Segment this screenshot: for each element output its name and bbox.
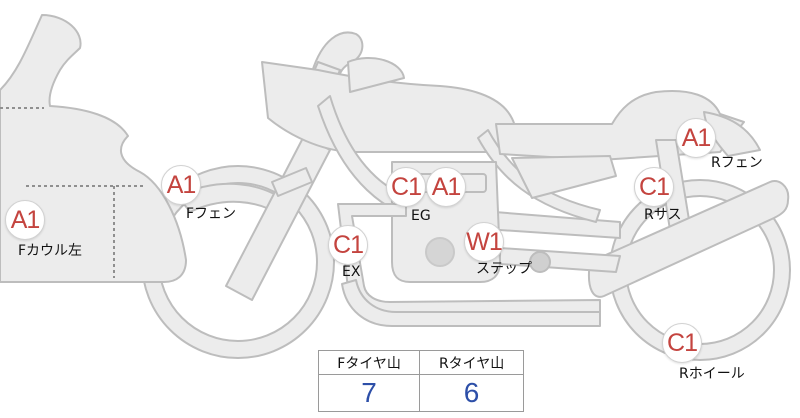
badge-eg-a1: A1: [426, 167, 466, 207]
badge-r-fender: A1: [676, 118, 716, 158]
badge-f-fender: A1: [161, 165, 201, 205]
side-cover: [511, 155, 617, 199]
label-r-sus: Rサス: [644, 207, 682, 223]
badge-r-wheel: C1: [662, 323, 702, 363]
label-r-wheel: Rホイール: [679, 366, 745, 382]
tire-tread-table: Fタイヤ山 Rタイヤ山 7 6: [317, 350, 524, 412]
label-ex: EX: [342, 264, 361, 280]
label-r-fender: Rフェン: [711, 155, 763, 171]
label-eg: EG: [411, 208, 431, 224]
badge-eg-c1: C1: [386, 167, 426, 207]
badge-r-sus: C1: [634, 167, 674, 207]
badge-step: W1: [464, 222, 504, 262]
header-rear-tire: Rタイヤ山: [419, 350, 524, 375]
badge-ex: C1: [328, 225, 368, 265]
value-rear-tire: 6: [419, 374, 524, 412]
swingarm: [588, 180, 790, 298]
footstep: [529, 251, 551, 273]
label-f-cowl-left: Fカウル左: [18, 243, 83, 259]
label-f-fender: Fフェン: [186, 206, 237, 222]
badge-f-cowl-left: A1: [5, 200, 45, 240]
header-front-tire: Fタイヤ山: [317, 350, 421, 375]
label-step: ステップ: [476, 261, 532, 277]
front-cowl: [0, 14, 187, 283]
value-front-tire: 7: [317, 374, 421, 412]
